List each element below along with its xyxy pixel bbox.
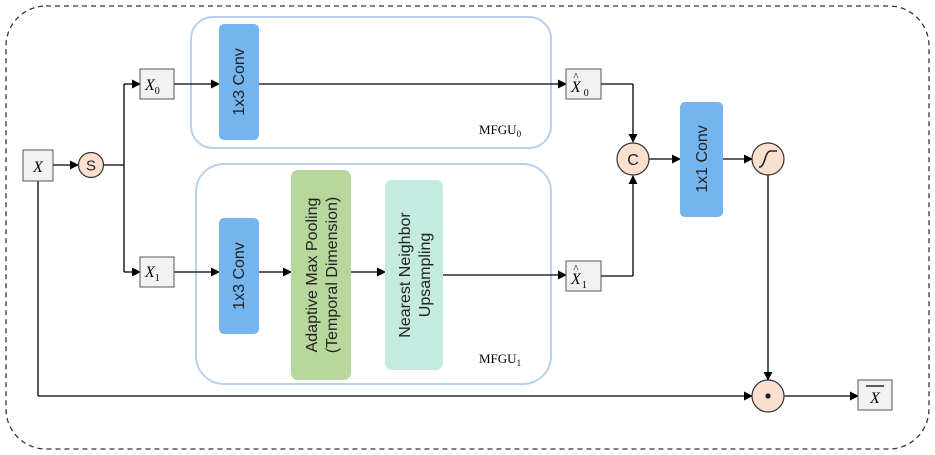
xhat1-box [565, 260, 602, 292]
upsample-block [385, 180, 443, 370]
split-op [77, 151, 105, 179]
split-op-label: S [86, 158, 96, 175]
xhat0-box [565, 68, 602, 100]
mfgu1-label: MFGU1 [479, 351, 521, 368]
xhat1-label: X1 [570, 271, 587, 291]
output-label: X [869, 390, 881, 407]
pool-label-line2: (Temporal Dimension) [324, 197, 341, 354]
concat-op-label: C [627, 152, 639, 169]
upsample-label-line2: Upsampling [417, 233, 434, 317]
conv-1x1-block [680, 102, 723, 217]
conv-top-block [219, 24, 259, 140]
output-box [857, 379, 893, 411]
x0-label: X0 [144, 77, 160, 97]
input-x-box [22, 149, 54, 182]
concat-op [616, 142, 650, 176]
input-x-label: X [32, 159, 44, 176]
mfgu0-group-box [190, 16, 552, 149]
conv-bottom-label: 1x3 Conv [231, 242, 248, 310]
xhat0-hat: ^ [573, 71, 579, 83]
sigmoid-icon [758, 150, 777, 168]
conv-top-label: 1x3 Conv [231, 48, 248, 116]
x0-box [139, 68, 175, 100]
multiply-dot-icon [765, 393, 771, 399]
x1-box [139, 256, 175, 288]
pool-block [291, 170, 351, 380]
mfgu0-label: MFGU0 [479, 122, 522, 139]
connectors [37, 79, 859, 401]
conv-bottom-block [219, 218, 259, 334]
sigmoid-op [751, 142, 785, 176]
mfgu1-group-box [195, 163, 552, 385]
x1-label: X1 [144, 264, 160, 284]
xhat1-hat: ^ [573, 263, 579, 275]
conv-1x1-label: 1x1 Conv [694, 125, 711, 193]
pool-label-line1: Adaptive Max Pooling [304, 198, 321, 353]
upsample-label-line1: Nearest Neighbor [397, 212, 414, 338]
